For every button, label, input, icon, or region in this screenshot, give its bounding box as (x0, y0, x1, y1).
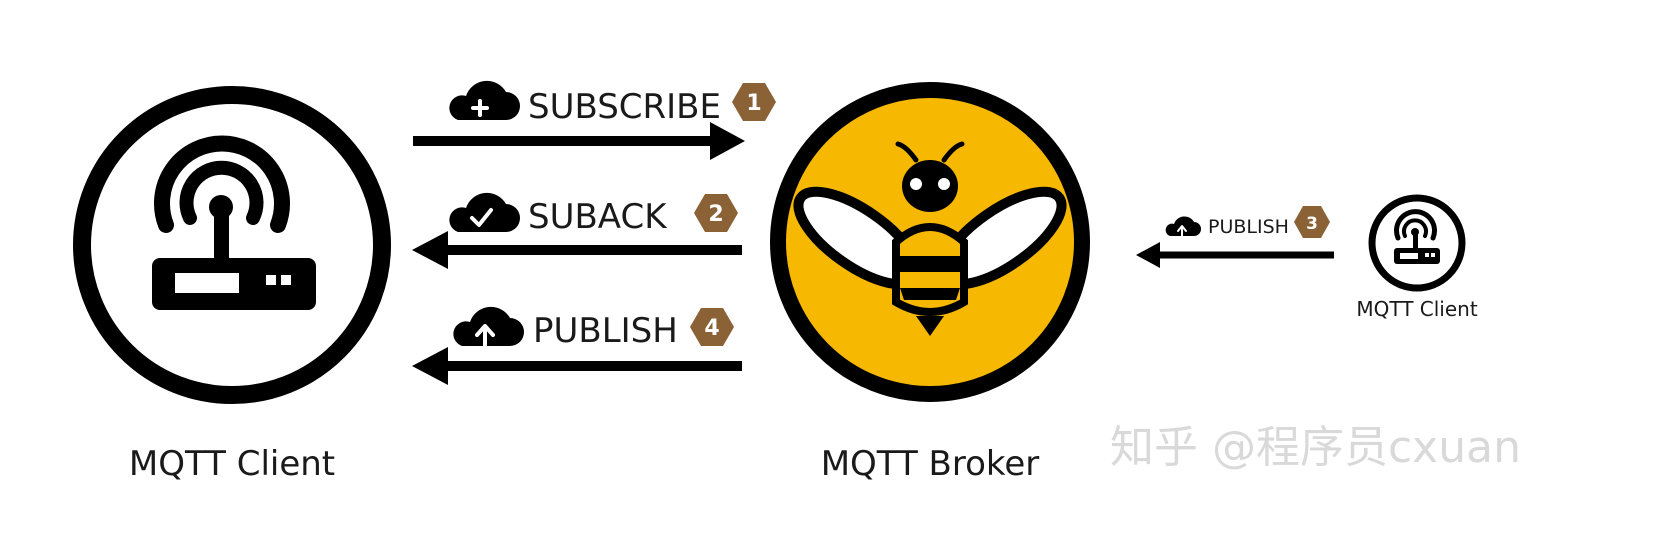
step-number-4: 4 (704, 316, 719, 341)
left-client-node (73, 86, 391, 404)
left-client-circle (73, 86, 391, 404)
cloud-plus-icon (449, 80, 520, 120)
arrow-to-broker-side (1136, 242, 1334, 268)
step-badge-1: 1 (732, 83, 776, 121)
side-publish-label: PUBLISH (1208, 216, 1289, 238)
arrow-to-broker (413, 122, 745, 160)
step-number-2: 2 (708, 202, 723, 227)
bee-icon (793, 141, 1067, 336)
suback-flow: SUBACK 2 (412, 192, 742, 269)
left-client-label: MQTT Client (129, 444, 335, 484)
step-badge-3: 3 (1294, 206, 1330, 238)
subscribe-flow: SUBSCRIBE 1 (413, 80, 776, 160)
broker-node (770, 82, 1090, 402)
cloud-upload-icon (1165, 216, 1201, 237)
publish-flow: PUBLISH 4 (412, 306, 742, 385)
step-number-3: 3 (1306, 214, 1318, 234)
cloud-check-icon (449, 192, 520, 232)
step-number-1: 1 (746, 91, 761, 116)
suback-label: SUBACK (528, 197, 668, 237)
right-client-label: MQTT Client (1356, 297, 1477, 321)
step-badge-2: 2 (694, 194, 738, 232)
step-badge-4: 4 (690, 308, 734, 346)
broker-label: MQTT Broker (821, 444, 1040, 484)
side-publish-flow: PUBLISH 3 (1136, 206, 1334, 268)
subscribe-label: SUBSCRIBE (528, 87, 721, 127)
arrow-to-client-suback (412, 231, 742, 269)
arrow-to-client-publish (412, 347, 742, 385)
publish-label: PUBLISH (533, 311, 678, 351)
cloud-upload-icon (453, 306, 524, 348)
right-client-node (1368, 194, 1466, 292)
router-icon (152, 135, 316, 310)
router-icon (1394, 209, 1440, 264)
watermark: 知乎 @程序员cxuan (1110, 422, 1521, 473)
